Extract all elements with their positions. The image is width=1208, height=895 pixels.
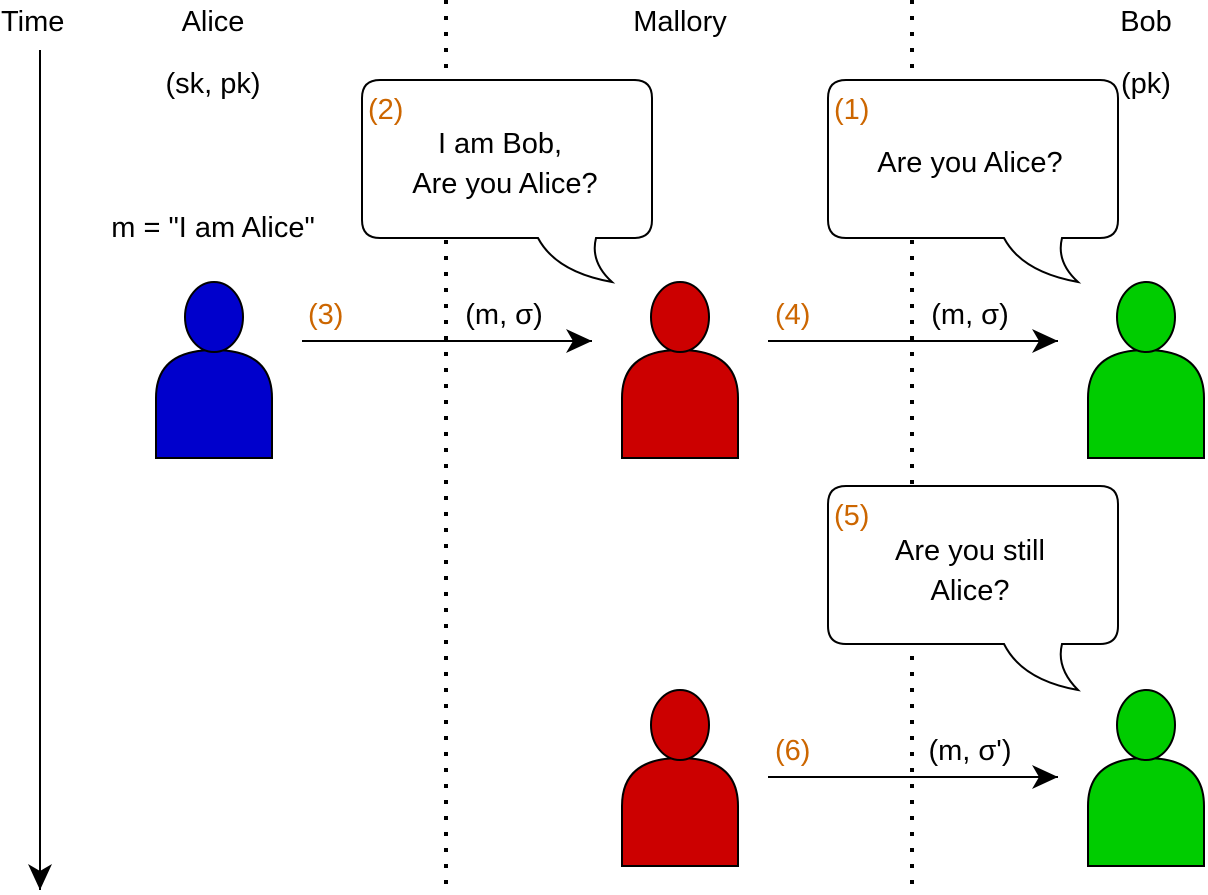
step5-line2: Alice? bbox=[931, 575, 1010, 607]
bob-person-icon bbox=[1087, 689, 1205, 867]
speech-bubble-step1: (1) Are you Alice? bbox=[827, 79, 1119, 284]
mallory-person-icon bbox=[621, 281, 739, 459]
step1-line1: Are you Alice? bbox=[877, 147, 1062, 179]
message-arrow-step6: (6) (m, σ') bbox=[768, 735, 1058, 789]
step4-payload: (m, σ) bbox=[931, 299, 1008, 331]
step2-line2: Are you Alice? bbox=[412, 168, 597, 200]
step5-line1: Are you still bbox=[895, 535, 1045, 567]
mallory-person-icon bbox=[621, 689, 739, 867]
speech-bubble-step2: (2) I am Bob, Are you Alice? bbox=[361, 79, 653, 284]
message-arrow-step3: (3) (m, σ) bbox=[302, 299, 592, 353]
speech-bubble-shape bbox=[361, 79, 653, 284]
step4-label: (4) bbox=[775, 299, 810, 331]
bob-person-icon bbox=[1087, 281, 1205, 459]
speech-bubble-shape bbox=[827, 79, 1119, 284]
step2-line1: I am Bob, bbox=[438, 128, 562, 160]
timeline-label: Time bbox=[1, 6, 64, 38]
bob-keys: (pk) bbox=[1121, 68, 1171, 100]
step2-label: (2) bbox=[368, 94, 403, 126]
alice-message: m = "I am Alice" bbox=[111, 212, 315, 244]
message-arrow-step4: (4) (m, σ) bbox=[768, 299, 1058, 353]
step6-payload: (m, σ') bbox=[928, 735, 1011, 767]
speech-bubble-shape bbox=[827, 485, 1119, 692]
step3-payload: (m, σ) bbox=[465, 299, 542, 331]
step5-label: (5) bbox=[834, 500, 869, 532]
alice-name: Alice bbox=[182, 6, 245, 38]
speech-bubble-step5: (5) Are you still Alice? bbox=[827, 485, 1119, 692]
step1-label: (1) bbox=[834, 94, 869, 126]
step3-label: (3) bbox=[308, 299, 343, 331]
step6-label: (6) bbox=[775, 735, 810, 767]
alice-person-icon bbox=[155, 281, 273, 459]
mallory-name: Mallory bbox=[633, 6, 727, 38]
alice-keys: (sk, pk) bbox=[165, 68, 260, 100]
bob-name: Bob bbox=[1120, 6, 1172, 38]
